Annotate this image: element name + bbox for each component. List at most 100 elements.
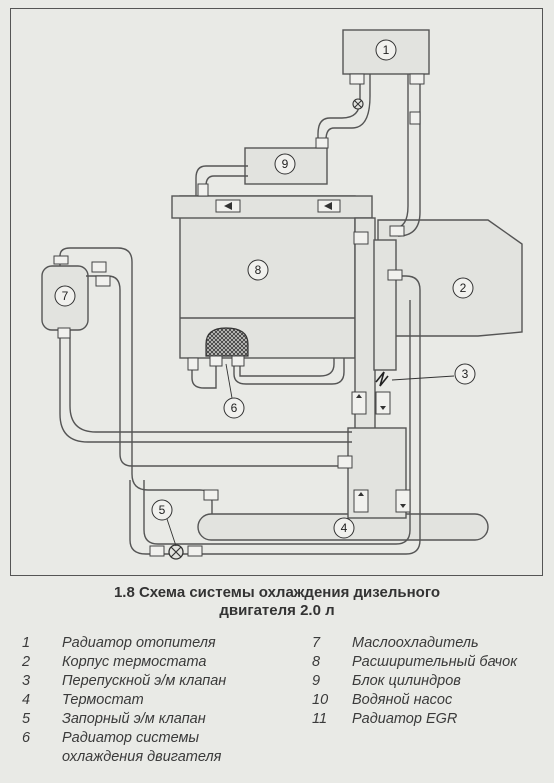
valve-small-icon	[352, 98, 364, 110]
legend-item: 10 Водяной насос	[312, 691, 517, 710]
flow-arrow-3	[409, 111, 421, 125]
figure-caption: 1.8 Схема системы охлаждения дизельного …	[0, 584, 554, 620]
legend-right-column: 7 Маслоохладитель 8 Расширительный бачок 9 Бл…	[312, 634, 517, 729]
legend-number: 4	[22, 692, 31, 708]
legend-number: 3	[22, 673, 31, 689]
cooling-system-diagram: 1 2 3 4 5 6 7 8 9	[41, 29, 523, 560]
legend-number: 11	[312, 711, 328, 727]
legend-number: 8	[312, 654, 321, 670]
valve-3-icon	[375, 371, 389, 387]
flow-arrow-12	[91, 261, 107, 273]
legend-text: Блок цилиндров	[352, 673, 461, 689]
flow-arrow-24	[149, 545, 165, 557]
legend-text: Радиатор отопителя	[62, 635, 216, 651]
callout-label: 2	[460, 281, 467, 295]
valve-5-icon	[168, 544, 184, 560]
callout-6: 6	[223, 397, 245, 419]
flow-arrow-16	[209, 355, 223, 367]
legend-number: 1	[22, 635, 31, 651]
legend-item: 6 Радиатор системы охлаждения двигателя	[22, 729, 226, 767]
hose-7-side	[86, 275, 352, 467]
flow-arrow-23	[203, 489, 219, 501]
legend-item: 3 Перепускной э/м клапан	[22, 672, 226, 691]
callout-label: 9	[282, 157, 289, 171]
legend-text: Маслоохладитель	[352, 635, 479, 651]
flow-arrow-13	[53, 255, 69, 265]
caption-line-1: 1.8 Схема системы охлаждения дизельного	[113, 584, 441, 601]
hose-7-bottom	[59, 330, 352, 443]
callout-4: 4	[333, 517, 355, 539]
legend-item: 9 Блок цилиндров	[312, 672, 517, 691]
leader-5	[165, 515, 177, 547]
flow-arrow-2	[409, 73, 425, 85]
legend-number: 7	[312, 635, 321, 651]
flow-arrow-8	[389, 225, 405, 237]
legend-item: 8 Расширительный бачок	[312, 653, 517, 672]
hose-1-right	[390, 74, 409, 229]
legend-text: Запорный э/м клапан	[62, 711, 206, 727]
component-8-box	[179, 195, 356, 359]
hose-return	[129, 275, 421, 555]
hose-1-right-b	[397, 74, 421, 237]
legend-item: 4 Термостат	[22, 691, 226, 710]
legend-text: Расширительный бачок	[352, 654, 518, 670]
flow-arrow-18	[351, 391, 367, 415]
legend-text: Водяной насос	[352, 692, 453, 708]
diagram-frame	[10, 8, 543, 576]
callout-label: 1	[383, 43, 390, 57]
flow-arrow-21	[353, 489, 369, 513]
legend-text: Радиатор системы охлаждения двигателя	[62, 730, 222, 765]
legend-text: Термостат	[62, 692, 144, 708]
hose-return-b	[143, 300, 411, 545]
legend-left-column: 1 Радиатор отопителя 2 Корпус термостата 3 Пе…	[22, 634, 226, 767]
legend-number: 6	[22, 730, 31, 746]
flow-arrow-5	[197, 183, 209, 197]
hose-9-left	[195, 165, 248, 196]
legend-text: Перепускной э/м клапан	[62, 673, 227, 689]
legend-text: Корпус термостата	[62, 654, 207, 670]
callout-label: 7	[62, 289, 69, 303]
callout-8: 8	[247, 259, 269, 281]
right-column	[373, 239, 397, 371]
component-1-box	[342, 29, 430, 75]
flow-arrow-11	[95, 275, 111, 287]
flow-arrow-heads	[224, 202, 406, 508]
callout-label: 6	[231, 401, 238, 415]
hose-1-left-b	[325, 74, 371, 148]
caption-line-2: двигателя 2.0 л	[219, 602, 335, 619]
hose-9-left-b	[205, 175, 248, 196]
flow-arrow-25	[187, 545, 203, 557]
legend-item: 1 Радиатор отопителя	[22, 634, 226, 653]
hose-1-left	[317, 74, 361, 148]
flow-arrow-20	[337, 455, 353, 469]
flow-arrow-15	[187, 357, 199, 371]
legend-number: 10	[312, 692, 329, 708]
callout-2: 2	[452, 277, 474, 299]
hose-7-bottom-b	[69, 330, 352, 433]
flow-arrow-17	[231, 355, 245, 367]
legend-item: 2 Корпус термостата	[22, 653, 226, 672]
flow-arrow-1	[349, 73, 365, 85]
flow-arrow-9	[353, 231, 369, 245]
callout-7: 7	[54, 285, 76, 307]
leader-6	[225, 363, 233, 399]
flow-arrow-14	[57, 327, 71, 339]
leader-3	[391, 375, 455, 381]
flow-arrow-4	[315, 137, 329, 149]
callout-9: 9	[274, 153, 296, 175]
flow-arrow-22	[395, 489, 411, 513]
callout-label: 5	[159, 503, 166, 517]
legend-number: 5	[22, 711, 31, 727]
legend-item: 5 Запорный э/м клапан	[22, 710, 226, 729]
legend-item: 7 Маслоохладитель	[312, 634, 517, 653]
callout-5: 5	[151, 499, 173, 521]
legend-number: 2	[22, 654, 31, 670]
flow-arrow-19	[375, 391, 391, 415]
callout-label: 4	[341, 521, 348, 535]
hose-8-lower-c	[239, 358, 335, 377]
component-6-radiator	[205, 327, 249, 357]
legend-number: 9	[312, 673, 321, 689]
callout-3: 3	[454, 363, 476, 385]
callout-1: 1	[375, 39, 397, 61]
